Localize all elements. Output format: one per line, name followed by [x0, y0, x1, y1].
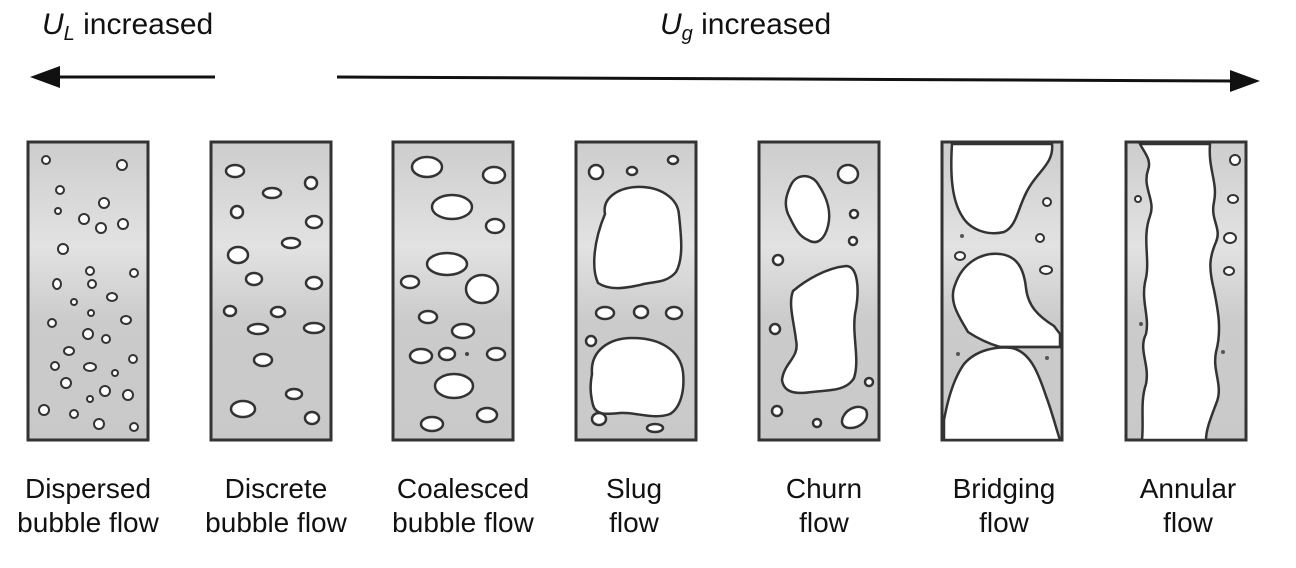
tube-discrete-bubble-flow — [209, 140, 333, 442]
bridging-dots — [956, 234, 1049, 360]
churn-bubbles — [768, 163, 875, 429]
bridging-gas-middle — [951, 252, 1062, 349]
bridging-bubbles — [954, 197, 1053, 275]
tube-bridging-flow — [940, 140, 1064, 442]
taylor-bubble-lower — [589, 336, 685, 418]
left-arrow — [30, 66, 215, 88]
tube-churn-flow — [757, 140, 881, 442]
liquid-velocity-label: UL increased — [42, 8, 214, 45]
small-bubbles — [38, 155, 139, 432]
discrete-bubbles — [222, 163, 326, 426]
annular-gas-core — [1137, 142, 1221, 442]
coalesced-bubbles — [399, 155, 507, 433]
bridging-gas-top — [950, 142, 1054, 235]
gas-velocity-label: Ug increased — [660, 8, 832, 45]
right-arrow — [336, 70, 1260, 92]
tube-annular-flow — [1124, 140, 1248, 442]
annular-film-bubbles — [1134, 154, 1241, 276]
churn-bubble-upper — [784, 174, 831, 244]
slug-bubbles — [584, 154, 684, 434]
tube-coalesced-bubble-flow — [391, 140, 515, 442]
taylor-bubble-upper — [593, 185, 683, 290]
annular-dots — [1139, 322, 1225, 354]
tube-slug-flow — [574, 140, 698, 442]
churn-bubble-lower — [780, 264, 859, 395]
churn-small-gas-pocket — [840, 405, 869, 430]
tube-dispersed-bubble-flow — [26, 140, 150, 442]
tiny-bubble — [465, 352, 469, 356]
